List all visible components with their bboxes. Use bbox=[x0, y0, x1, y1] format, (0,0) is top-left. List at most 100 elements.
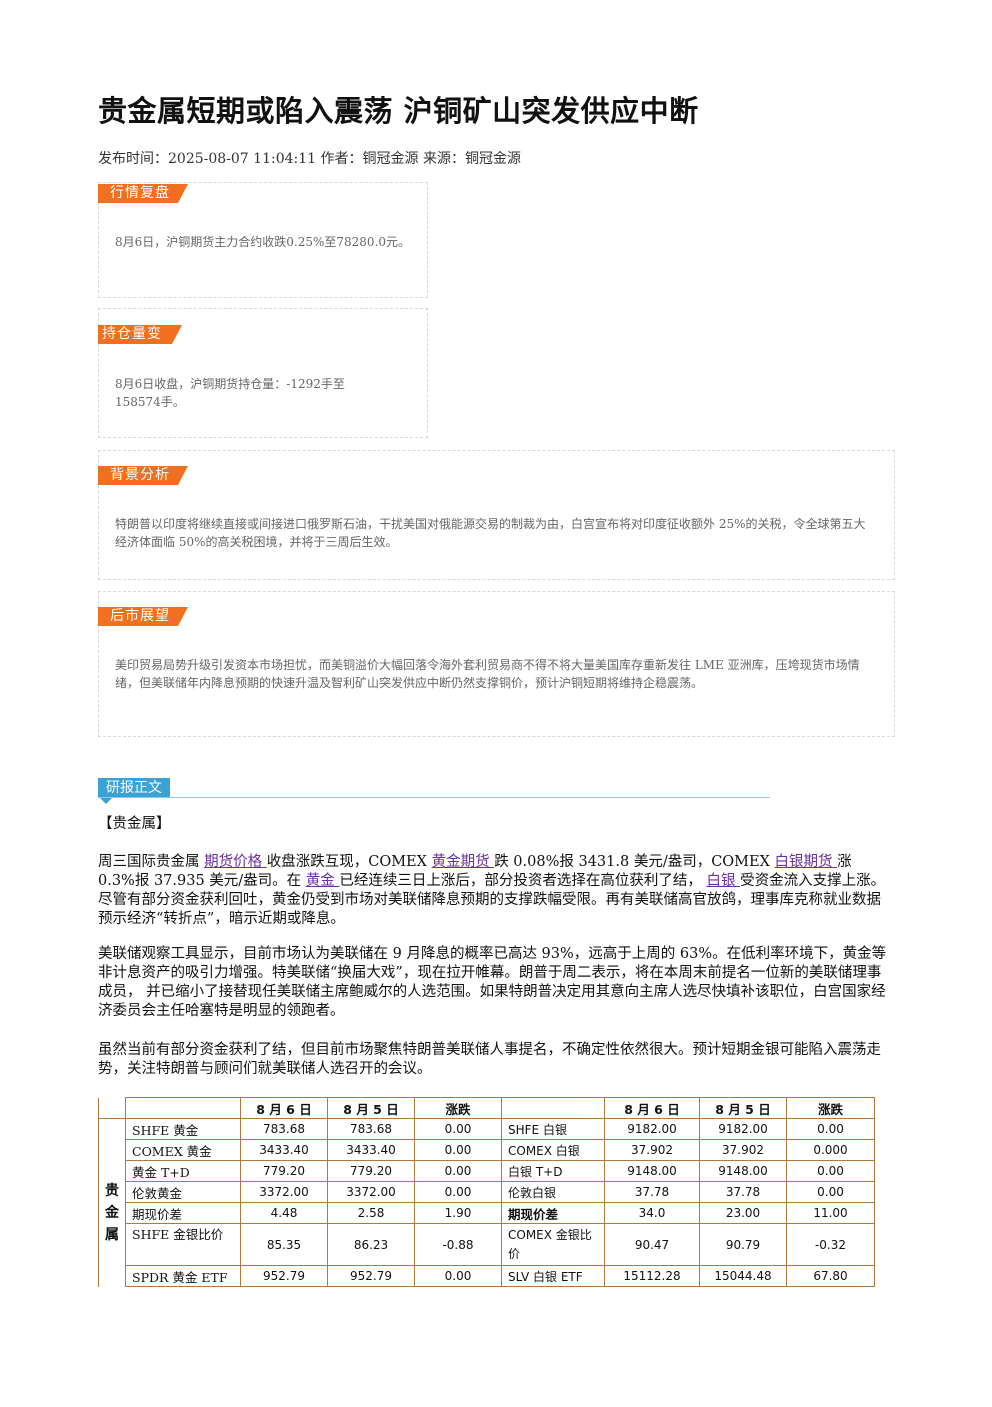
table-cell: 23.00 bbox=[699, 1202, 787, 1224]
table-row: 贵 金 属 SHFE 黄金 783.68 783.68 0.00 SHFE 白银… bbox=[98, 1118, 875, 1308]
table-cell: 伦敦黄金 bbox=[125, 1181, 241, 1203]
table-row: SPDR 黄金 ETF 952.79 952.79 0.00 SLV 白银 ET… bbox=[99, 1265, 875, 1287]
open-interest-text: 8月6日收盘，沪铜期货持仓量：-1292手至158574手。 bbox=[115, 377, 345, 409]
table-header: 8 月 6 日 bbox=[240, 1097, 328, 1119]
table-header: 8 月 5 日 bbox=[327, 1097, 415, 1119]
link-gold-futures[interactable]: 黄金期货 bbox=[431, 854, 495, 870]
table-cell: 34.0 bbox=[604, 1202, 700, 1224]
report-divider bbox=[98, 797, 770, 798]
outlook-label: 后市展望 bbox=[110, 608, 170, 624]
table-cell: 1.90 bbox=[414, 1202, 502, 1224]
outlook-box bbox=[98, 591, 895, 737]
report-paragraph-2: 美联储观察工具显示，目前市场认为美联储在 9 月降息的概率已高达 93%，远高于… bbox=[98, 946, 887, 1019]
table-header: 8 月 5 日 bbox=[699, 1097, 787, 1119]
side-char: 属 bbox=[105, 1227, 119, 1243]
table-cell: 85.35 bbox=[240, 1223, 328, 1266]
background-tag: 背景分析 bbox=[98, 466, 188, 485]
page-bottom-margin bbox=[0, 1287, 992, 1407]
background-box bbox=[98, 450, 895, 580]
table-cell: 0.000 bbox=[786, 1139, 875, 1161]
table-row: 期现价差 4.48 2.58 1.90 期现价差 34.0 23.00 11.0… bbox=[99, 1202, 875, 1224]
table-cell: 伦敦白银 bbox=[501, 1181, 605, 1203]
market-review-label: 行情复盘 bbox=[110, 185, 170, 201]
table-cell: 783.68 bbox=[327, 1118, 415, 1140]
table-cell: COMEX 金银比价 bbox=[501, 1223, 605, 1266]
table-cell: 952.79 bbox=[240, 1265, 328, 1287]
table-cell: 0.00 bbox=[414, 1181, 502, 1203]
table-header-row: 8 月 6 日 8 月 5 日 涨跌 8 月 6 日 8 月 5 日 涨跌 bbox=[98, 1097, 875, 1119]
report-paragraph-3: 虽然当前有部分资金获利了结，但目前市场聚焦特朗普美联储人事提名，不确定性依然很大… bbox=[98, 1042, 881, 1077]
table-cell: 37.902 bbox=[699, 1139, 787, 1161]
p1-text-2: 收盘涨跌互现，COMEX bbox=[266, 854, 432, 870]
table-cell: 37.78 bbox=[604, 1181, 700, 1203]
table-cell: SHFE 金银比价 bbox=[125, 1223, 241, 1266]
background-label: 背景分析 bbox=[110, 467, 170, 483]
table-cell: 9182.00 bbox=[699, 1118, 787, 1140]
table-cell: 67.80 bbox=[786, 1265, 875, 1287]
table-cell: 2.58 bbox=[327, 1202, 415, 1224]
table-row: COMEX 黄金 3433.40 3433.40 0.00 COMEX 白银 3… bbox=[99, 1139, 875, 1161]
table-cell: 86.23 bbox=[327, 1223, 415, 1266]
precious-metals-table: 8 月 6 日 8 月 5 日 涨跌 8 月 6 日 8 月 5 日 涨跌 贵 … bbox=[98, 1097, 875, 1308]
open-interest-box bbox=[98, 308, 428, 438]
table-cell: 9182.00 bbox=[604, 1118, 700, 1140]
link-silver-futures[interactable]: 白银期货 bbox=[774, 854, 838, 870]
table-row: SHFE 金银比价 85.35 86.23 -0.88 COMEX 金银比价 9… bbox=[99, 1223, 875, 1266]
article-meta: 发布时间：2025-08-07 11:04:11 作者：铜冠金源 来源：铜冠金源 bbox=[98, 151, 521, 167]
table-cell: SLV 白银 ETF bbox=[501, 1265, 605, 1287]
link-silver[interactable]: 白银 bbox=[706, 873, 741, 889]
table-cell: 期现价差 bbox=[501, 1202, 605, 1224]
table-side-label: 贵 金 属 bbox=[98, 1118, 126, 1308]
open-interest-label: 持仓量变化 bbox=[102, 326, 162, 361]
background-text: 特朗普以印度将继续直接或间接进口俄罗斯石油，干扰美国对俄能源交易的制裁为由，白宫… bbox=[115, 517, 866, 549]
table-cell: SPDR 黄金 ETF bbox=[125, 1265, 241, 1287]
p1-text-4: 涨 0.3%报 37.935 美元/盎司。在 bbox=[98, 854, 852, 889]
table-cell: 0.00 bbox=[786, 1118, 875, 1140]
table-cell: 90.47 bbox=[604, 1223, 700, 1266]
outlook-text: 美印贸易局势升级引发资本市场担忧，而美铜溢价大幅回落令海外套利贸易商不得不将大量… bbox=[115, 658, 860, 690]
table-row: 伦敦黄金 3372.00 3372.00 0.00 伦敦白银 37.78 37.… bbox=[99, 1181, 875, 1203]
table-corner bbox=[98, 1097, 126, 1119]
table-cell: 0.00 bbox=[414, 1265, 502, 1287]
open-interest-tag: 持仓量变化 bbox=[98, 325, 182, 361]
table-cell: 779.20 bbox=[240, 1160, 328, 1182]
table-cell: 黄金 T+D bbox=[125, 1160, 241, 1182]
outlook-tag: 后市展望 bbox=[98, 607, 188, 626]
table-header: 涨跌 bbox=[786, 1097, 875, 1119]
p1-text-1: 周三国际贵金属 bbox=[98, 854, 205, 870]
report-notch-icon bbox=[100, 798, 112, 804]
table-header bbox=[501, 1097, 605, 1119]
table-cell: 779.20 bbox=[327, 1160, 415, 1182]
table-header: 涨跌 bbox=[414, 1097, 502, 1119]
table-cell: COMEX 白银 bbox=[501, 1139, 605, 1161]
table-cell: 952.79 bbox=[327, 1265, 415, 1287]
table-cell: -0.88 bbox=[414, 1223, 502, 1266]
table-cell: 期现价差 bbox=[125, 1202, 241, 1224]
report-paragraph-1: 周三国际贵金属 期货价格 收盘涨跌互现，COMEX 黄金期货 跌 0.08%报 … bbox=[98, 853, 892, 929]
table-cell: 0.00 bbox=[786, 1160, 875, 1182]
table-row: 黄金 T+D 779.20 779.20 0.00 白银 T+D 9148.00… bbox=[99, 1160, 875, 1182]
p1-text-5: 已经连续三日上涨后，部分投资者选择在高位获利了结， bbox=[339, 873, 707, 889]
link-gold[interactable]: 黄金 bbox=[305, 873, 340, 889]
table-cell: 3433.40 bbox=[240, 1139, 328, 1161]
table-cell: SHFE 白银 bbox=[501, 1118, 605, 1140]
table-cell: SHFE 黄金 bbox=[125, 1118, 241, 1140]
side-char: 贵 bbox=[105, 1183, 119, 1199]
table-cell: -0.32 bbox=[786, 1223, 875, 1266]
link-futures-price[interactable]: 期货价格 bbox=[204, 854, 267, 870]
table-cell: 11.00 bbox=[786, 1202, 875, 1224]
table-cell: 白银 T+D bbox=[501, 1160, 605, 1182]
table-cell: 15044.48 bbox=[699, 1265, 787, 1287]
table-cell: 90.79 bbox=[699, 1223, 787, 1266]
table-cell: 0.00 bbox=[414, 1139, 502, 1161]
table-cell: 0.00 bbox=[786, 1181, 875, 1203]
table-header bbox=[125, 1097, 241, 1119]
market-review-tag: 行情复盘 bbox=[98, 184, 188, 203]
table-cell: 37.78 bbox=[699, 1181, 787, 1203]
table-header: 8 月 6 日 bbox=[604, 1097, 700, 1119]
market-review-text: 8月6日，沪铜期货主力合约收跌0.25%至78280.0元。 bbox=[115, 235, 411, 249]
table-cell: COMEX 黄金 bbox=[125, 1139, 241, 1161]
table-cell: 0.00 bbox=[414, 1160, 502, 1182]
side-char: 金 bbox=[105, 1205, 119, 1221]
report-heading: 【贵金属】 bbox=[98, 816, 171, 832]
